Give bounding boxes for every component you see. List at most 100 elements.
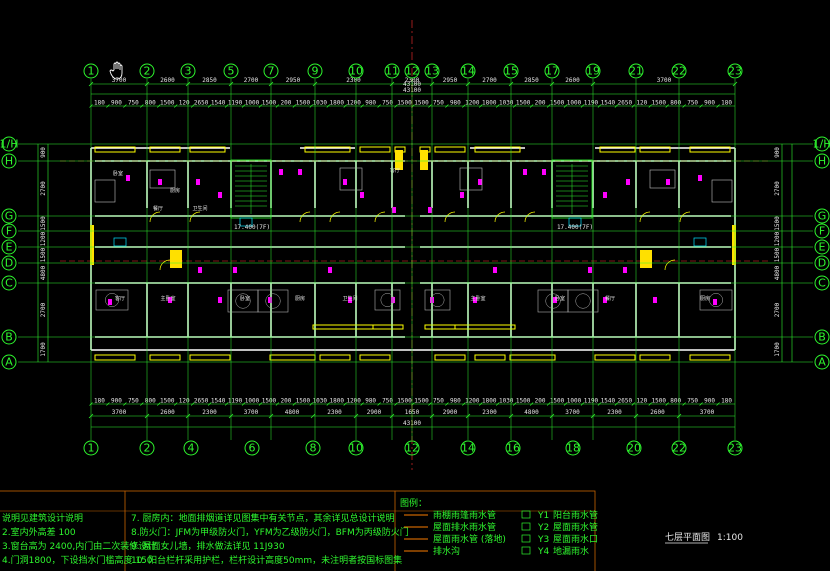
axis-bubble-bottom	[671, 440, 687, 456]
bottom-detail-tick	[580, 402, 585, 406]
door-marker	[713, 299, 717, 305]
axis-bubble-bottom	[83, 440, 99, 456]
axis-label-right: E	[819, 241, 826, 254]
fixture	[94, 179, 116, 203]
window	[474, 354, 506, 361]
door-swing	[329, 211, 341, 223]
bottom-detail-tick	[157, 402, 161, 406]
bottom-detail-label: 750	[128, 398, 139, 405]
axis-bubble-bottom	[305, 440, 321, 456]
bottom-detail-tick	[275, 402, 280, 406]
axis-label-left: D	[5, 257, 13, 270]
bottom-detail-label: 800	[145, 398, 156, 405]
window	[474, 146, 521, 153]
bottom-detail-tick	[292, 402, 297, 406]
bottom-detail-tick	[445, 402, 449, 406]
top-detail-tick	[343, 104, 347, 108]
door-marker	[623, 267, 627, 273]
right-dim-label: 4800	[774, 265, 781, 280]
axis-label-top: 13	[425, 65, 439, 78]
top-dim-row1-label: 2600	[160, 77, 175, 84]
axis-bubble-left	[1, 255, 17, 271]
bottom-row1-label: 4800	[524, 409, 539, 416]
axis-label-bottom: 14	[461, 442, 475, 455]
cyan-marker	[239, 217, 253, 227]
window	[434, 354, 466, 361]
axis-bubble-left	[1, 223, 17, 239]
bottom-detail-tick	[377, 402, 381, 406]
bottom-detail-tick	[241, 402, 246, 406]
left-dim-label: 1500	[40, 247, 47, 262]
top-detail-tick	[428, 104, 432, 108]
top-detail-label: 1000	[245, 100, 260, 107]
axis-label-top: 19	[586, 65, 600, 78]
top-detail-label: 2650	[194, 100, 209, 107]
axis-label-bottom: 12	[405, 442, 419, 455]
top-detail-tick	[445, 104, 449, 108]
legend-item-label: 屋面雨水管	[553, 521, 598, 533]
room-label: 卧室	[113, 170, 123, 177]
door-marker	[523, 169, 527, 175]
top-detail-tick	[360, 104, 364, 108]
door-marker	[348, 297, 352, 303]
furniture-detail	[105, 293, 119, 307]
legend-row-label: 排水沟	[433, 545, 460, 557]
hatch-block	[90, 225, 94, 265]
axis-label-left: E	[6, 241, 13, 254]
axis-label-top: 21	[629, 65, 643, 78]
room-label: 卫生间	[342, 295, 357, 302]
furniture-detail	[265, 293, 281, 309]
elevation-label-right: 17.400(7F)	[557, 224, 593, 231]
axis-bubble-bottom	[404, 440, 420, 456]
right-dim-label: 1500	[774, 216, 781, 231]
window	[319, 354, 351, 361]
door-marker	[196, 179, 200, 185]
top-detail-tick	[529, 104, 534, 108]
bottom-detail-label: 1200	[346, 398, 361, 405]
bottom-detail-tick	[207, 402, 212, 406]
top-detail-tick	[682, 104, 686, 108]
bottom-detail-label: 1800	[330, 398, 345, 405]
furniture	[257, 289, 289, 313]
window	[149, 354, 181, 361]
note-right: 8.防火门：JFM为甲级防火门，YFM为乙级防火门，BFM为丙级防火门	[131, 526, 409, 538]
top-detail-tick	[258, 104, 263, 108]
hand-pan-icon	[109, 61, 123, 80]
room-label: 卫生间	[192, 205, 207, 212]
top-detail-label: 1800	[330, 100, 345, 107]
door-marker	[666, 179, 670, 185]
bottom-detail-tick	[106, 402, 110, 406]
legend-box	[521, 522, 531, 531]
top-dim-row1-label: 2850	[524, 77, 539, 84]
bottom-row1-tick	[310, 413, 316, 419]
bottom-detail-tick	[140, 402, 144, 406]
bottom-detail-tick	[343, 402, 347, 406]
furniture	[95, 289, 129, 311]
axis-bubble-top	[585, 63, 601, 79]
door-marker	[493, 267, 497, 273]
legend-box	[521, 534, 531, 543]
door-marker	[392, 207, 396, 213]
door-swing	[149, 211, 161, 223]
axis-label-top: 1	[88, 65, 95, 78]
axis-label-bottom: 1	[88, 442, 95, 455]
axis-bubble-right	[814, 354, 830, 370]
bottom-row1-label: 2300	[202, 409, 217, 416]
notes-border	[0, 490, 596, 571]
bottom-row1-label: 2300	[482, 409, 497, 416]
bottom-detail-tick	[648, 402, 653, 406]
bottom-detail-label: 1500	[296, 398, 311, 405]
note-left: 4.门洞1800，下设挡水门槛高度 150	[2, 554, 153, 566]
top-detail-label: 1800	[482, 100, 497, 107]
window	[599, 146, 636, 153]
top-dim-row1-label: 2600	[565, 77, 580, 84]
legend-item-label: 地漏雨水	[553, 545, 589, 557]
top-dim-row1-label: 2950	[286, 77, 301, 84]
door-marker	[588, 267, 592, 273]
room-label: 卧室	[240, 295, 250, 302]
bottom-row1-label: 3700	[565, 409, 580, 416]
bottom-detail-tick	[309, 402, 314, 406]
bottom-detail-tick	[546, 402, 551, 406]
axis-bubble-right	[814, 208, 830, 224]
